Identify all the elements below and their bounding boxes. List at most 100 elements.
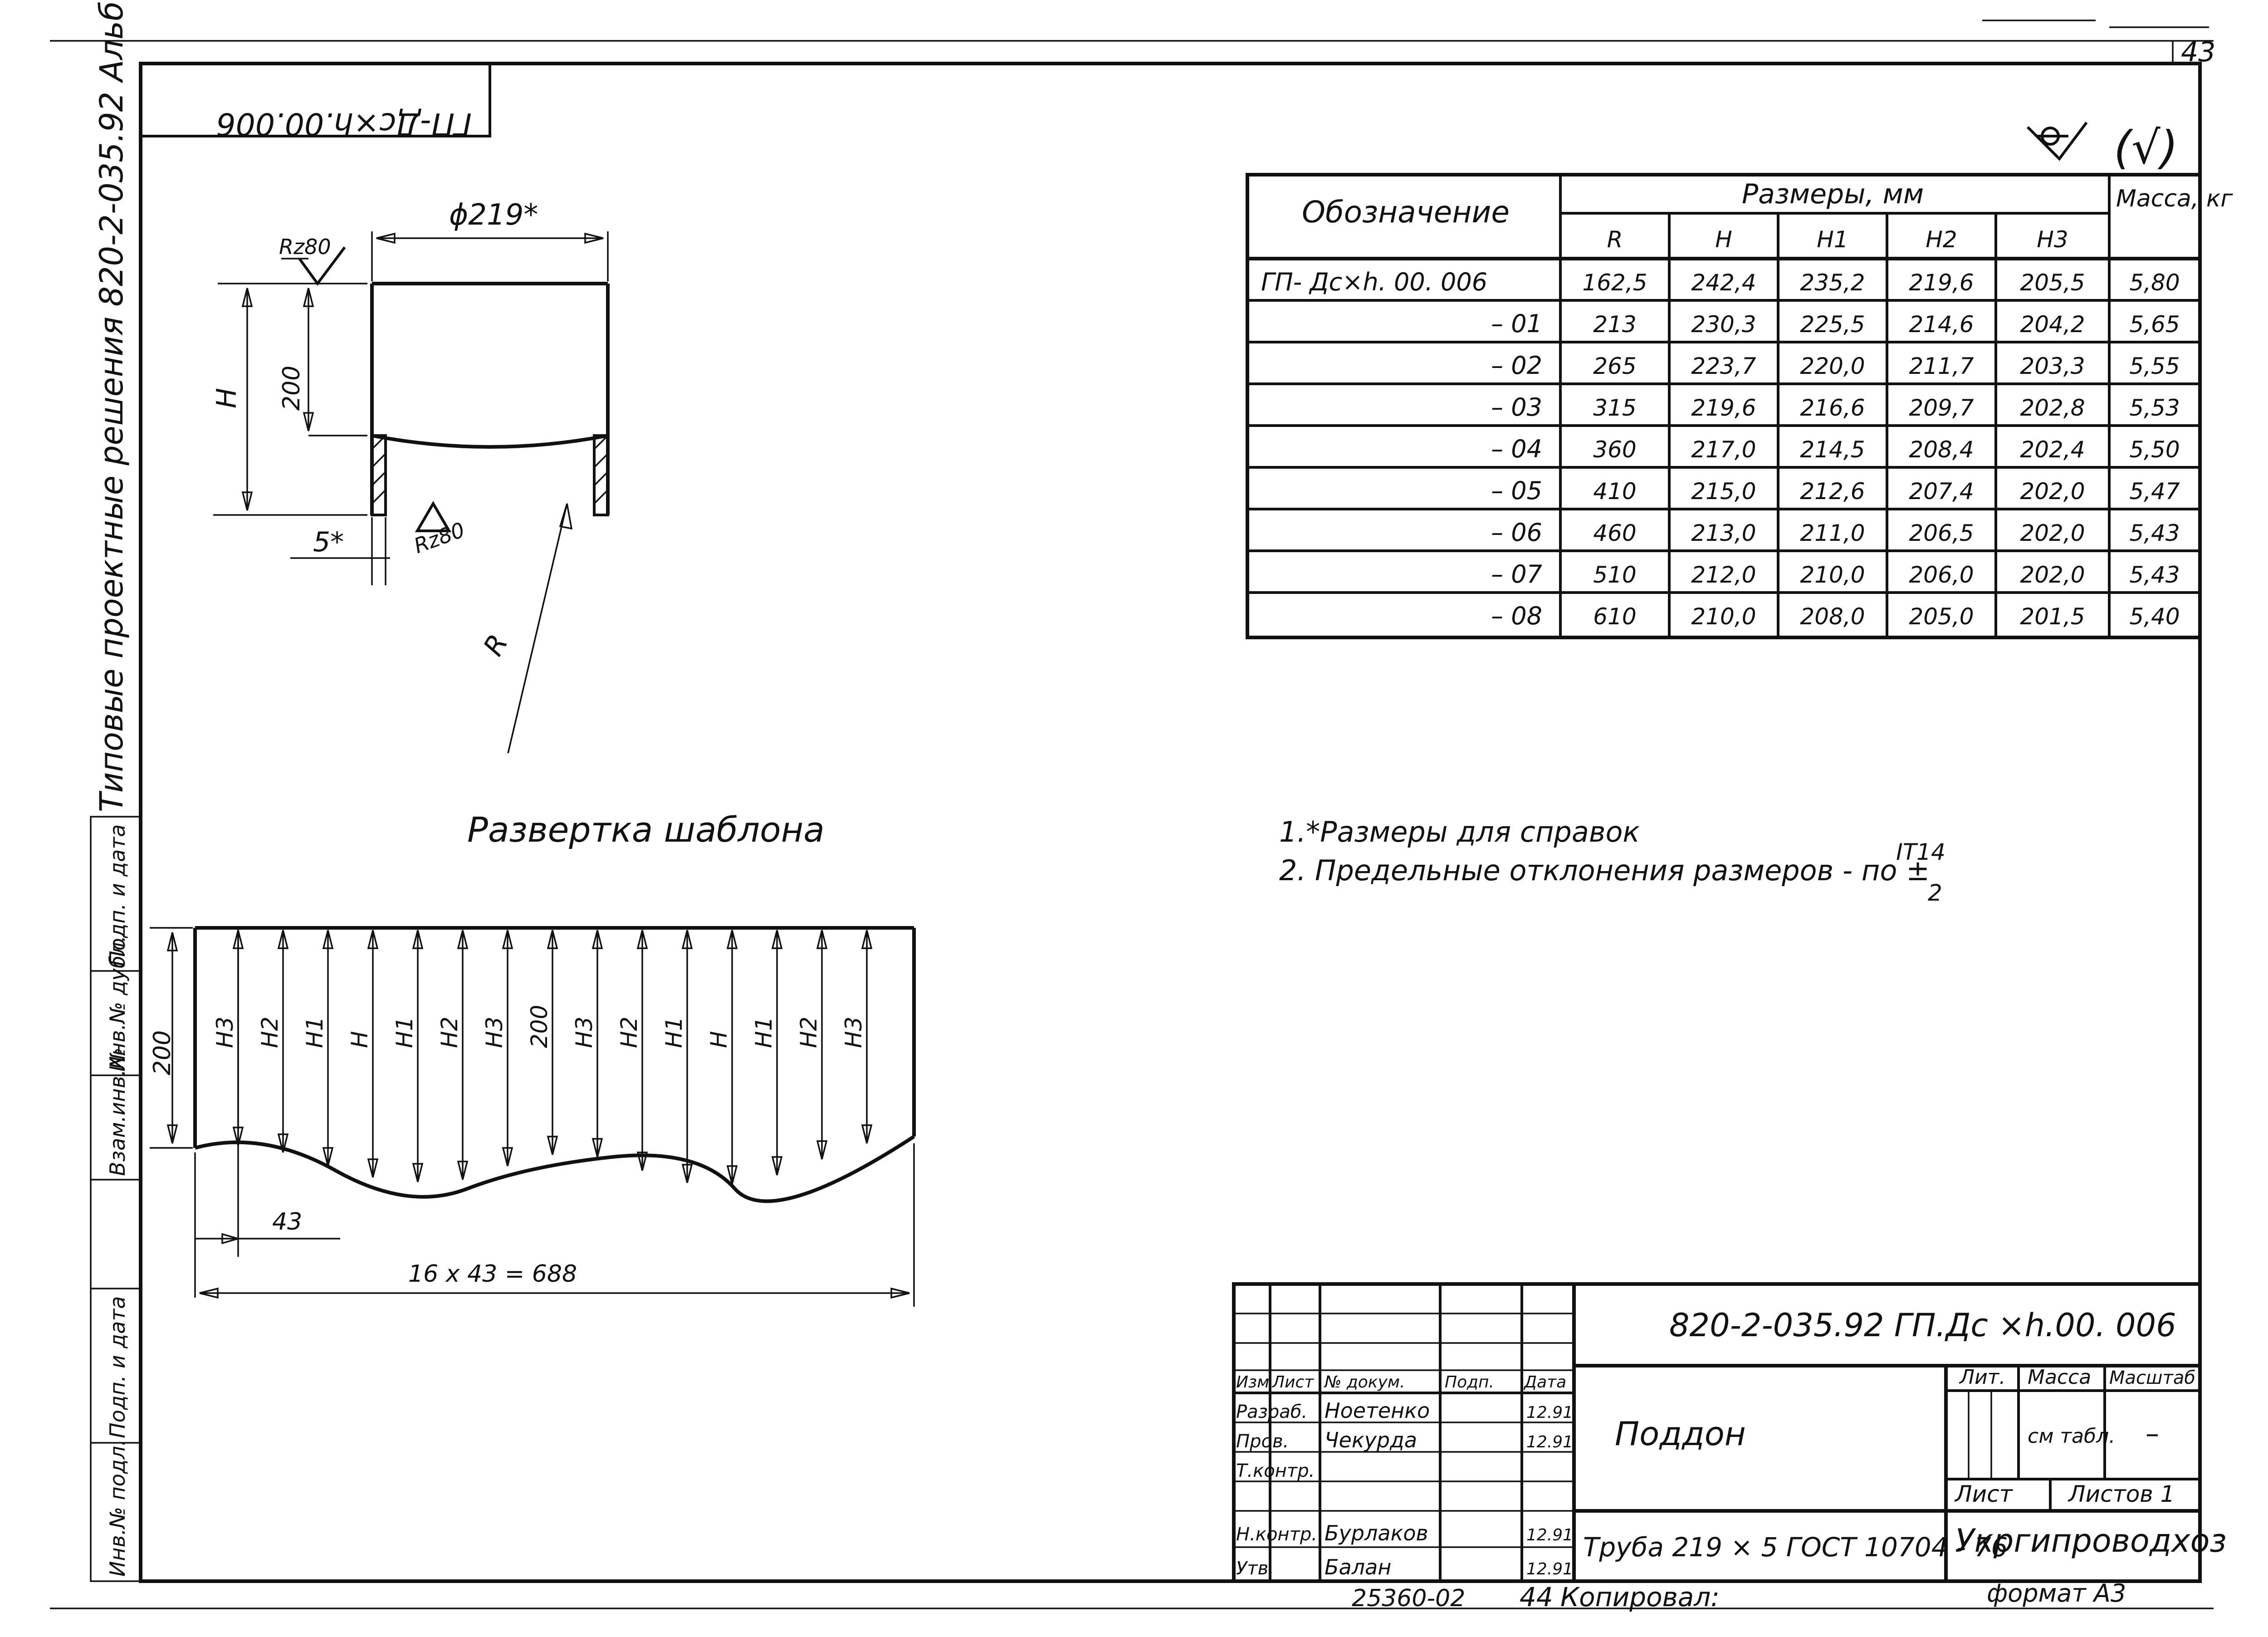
table-value-cell: 206,5 — [1909, 520, 1974, 546]
table-designation-cell: – 03 — [1491, 393, 1542, 422]
dev-total-dim: 16 x 43 = 688 — [408, 1260, 577, 1288]
table-value-cell: 207,4 — [1909, 478, 1974, 505]
note-fraction-top: IT14 — [1896, 839, 1945, 865]
title-block-sheets-label: Листов 1 — [2068, 1481, 2175, 1507]
dev-dim-line — [726, 930, 738, 1185]
table-value-cell: 215,0 — [1691, 478, 1756, 505]
corner-stamp: ГП-Дс×h.00.006 — [216, 106, 472, 142]
table-value-cell: 610 — [1593, 603, 1636, 630]
dev-step-dim: 43 — [272, 1208, 302, 1235]
table-value-cell: 214,5 — [1800, 436, 1865, 463]
title-block-mass-value: см табл. — [2028, 1425, 2115, 1448]
side-stamp-column — [90, 816, 142, 1582]
side-title: Типовые проектные решения 820-2-035.92 А… — [93, 0, 130, 812]
table-value-cell: 223,7 — [1691, 353, 1756, 379]
table-value-cell: 217,0 — [1691, 436, 1756, 463]
title-block-date: 12.91 — [1526, 1433, 1573, 1451]
side-stamp-2: Инв.№ дубл. — [105, 936, 130, 1072]
title-block-role: Утв. — [1236, 1558, 1274, 1579]
title-block-code: 820-2-035.92 ГП.Дс ×h.00. 006 — [1669, 1307, 2176, 1344]
title-block-person: Балан — [1325, 1555, 1391, 1579]
table-value-cell: 204,2 — [2020, 311, 2085, 338]
table-subheader: H1 — [1817, 226, 1848, 253]
dim-200-label: 200 — [278, 366, 305, 411]
detail-view — [213, 231, 610, 754]
table-value-cell: 162,5 — [1582, 270, 1647, 296]
dim-H-label: H — [211, 388, 243, 408]
table-value-cell: 5,53 — [2129, 395, 2180, 421]
table-value-cell: 219,6 — [1691, 395, 1756, 421]
table-value-cell: 205,0 — [1909, 603, 1974, 630]
note-line-2: 2. Предельные отклонения размеров - по ± — [1279, 854, 1930, 887]
dev-dim-line — [681, 930, 693, 1183]
dev-dim-label: H3 — [841, 1017, 867, 1048]
table-subheader: H2 — [1926, 226, 1957, 253]
dev-dim-label: H2 — [436, 1017, 463, 1048]
table-value-cell: 209,7 — [1909, 395, 1974, 421]
table-value-cell: 410 — [1593, 478, 1636, 505]
table-value-cell: 5,43 — [2129, 520, 2180, 546]
title-block-date: 12.91 — [1526, 1403, 1573, 1422]
dev-dim-label: H1 — [751, 1017, 777, 1048]
roughness-rz80-bottom: Rz80 — [411, 517, 468, 558]
table-value-cell: 220,0 — [1800, 353, 1865, 379]
table-value-cell: 213,0 — [1691, 520, 1756, 546]
dev-dim-line — [771, 930, 783, 1176]
side-stamp-1: Подп. и дата — [105, 824, 130, 966]
dev-dim-line — [547, 930, 558, 1155]
corner-stamp-frame — [139, 62, 491, 137]
table-subheader: R — [1607, 226, 1623, 253]
dev-left-dim: 200 — [149, 1030, 176, 1075]
title-block-col-header: Лист — [1271, 1373, 1314, 1392]
side-stamp-5: Инв.№ подл. — [105, 1439, 130, 1577]
table-value-cell: 5,65 — [2129, 311, 2180, 338]
table-value-cell: 214,6 — [1909, 311, 1974, 338]
title-block-role: Пров. — [1236, 1431, 1289, 1452]
table-value-cell: 5,43 — [2129, 562, 2180, 588]
table-designation-cell: – 01 — [1491, 309, 1542, 338]
table-value-cell: 5,47 — [2129, 478, 2180, 505]
title-block-person: Ноетенко — [1325, 1398, 1430, 1423]
dev-dim-line — [322, 930, 334, 1166]
table-value-cell: 360 — [1593, 436, 1636, 463]
table-value-cell: 202,0 — [2020, 478, 2085, 505]
title-block-role: Н.контр. — [1236, 1524, 1317, 1545]
dev-dim-label: H — [706, 1031, 732, 1048]
dev-dim-line — [277, 930, 289, 1153]
table-value-cell: 235,2 — [1800, 270, 1865, 296]
dev-dim-line — [232, 930, 244, 1146]
title-block-sheet-label: Лист — [1954, 1481, 2014, 1507]
title-block-col-header: Дата — [1523, 1373, 1566, 1392]
roughness-symbol: (√) — [2114, 121, 2178, 174]
table-value-cell: 211,7 — [1909, 353, 1974, 379]
dev-dim-label: H2 — [616, 1017, 642, 1048]
table-value-cell: 212,0 — [1691, 562, 1756, 588]
dev-dim-label: H3 — [481, 1017, 508, 1048]
table-value-cell: 210,0 — [1800, 562, 1865, 588]
title-block-col-header: № докум. — [1324, 1373, 1405, 1392]
table-value-cell: 5,50 — [2129, 436, 2180, 463]
title-block-material: Труба 219 × 5 ГОСТ 10704 - 76 — [1583, 1532, 2008, 1563]
copy-number: 44 — [1520, 1582, 1553, 1612]
roughness-rz80-top: Rz80 — [279, 235, 331, 259]
title-block-name: Поддон — [1615, 1415, 1746, 1453]
development-view — [150, 926, 916, 1307]
dev-dim-label: H2 — [257, 1017, 283, 1048]
table-value-cell: 216,6 — [1800, 395, 1865, 421]
table-value-cell: 5,80 — [2129, 270, 2180, 296]
title-block-lit: Лит. — [1959, 1366, 2005, 1389]
table-value-cell: 315 — [1593, 395, 1636, 421]
note-fraction-bottom: 2 — [1928, 880, 1942, 906]
dev-dim-line — [367, 930, 379, 1178]
table-value-cell: 230,3 — [1691, 311, 1756, 338]
table-designation-cell: – 04 — [1491, 435, 1542, 463]
dev-dim-label: H — [347, 1031, 373, 1048]
title-block-col-header: Изм — [1236, 1373, 1269, 1392]
page-number: 43 — [2181, 36, 2215, 68]
table-subheader: H3 — [2037, 226, 2068, 253]
side-stamp-4: Подп. и дата — [105, 1296, 130, 1438]
dev-dim-label: 200 — [526, 1005, 552, 1048]
side-stamp-3: Взам.инв.№ — [105, 1048, 130, 1176]
